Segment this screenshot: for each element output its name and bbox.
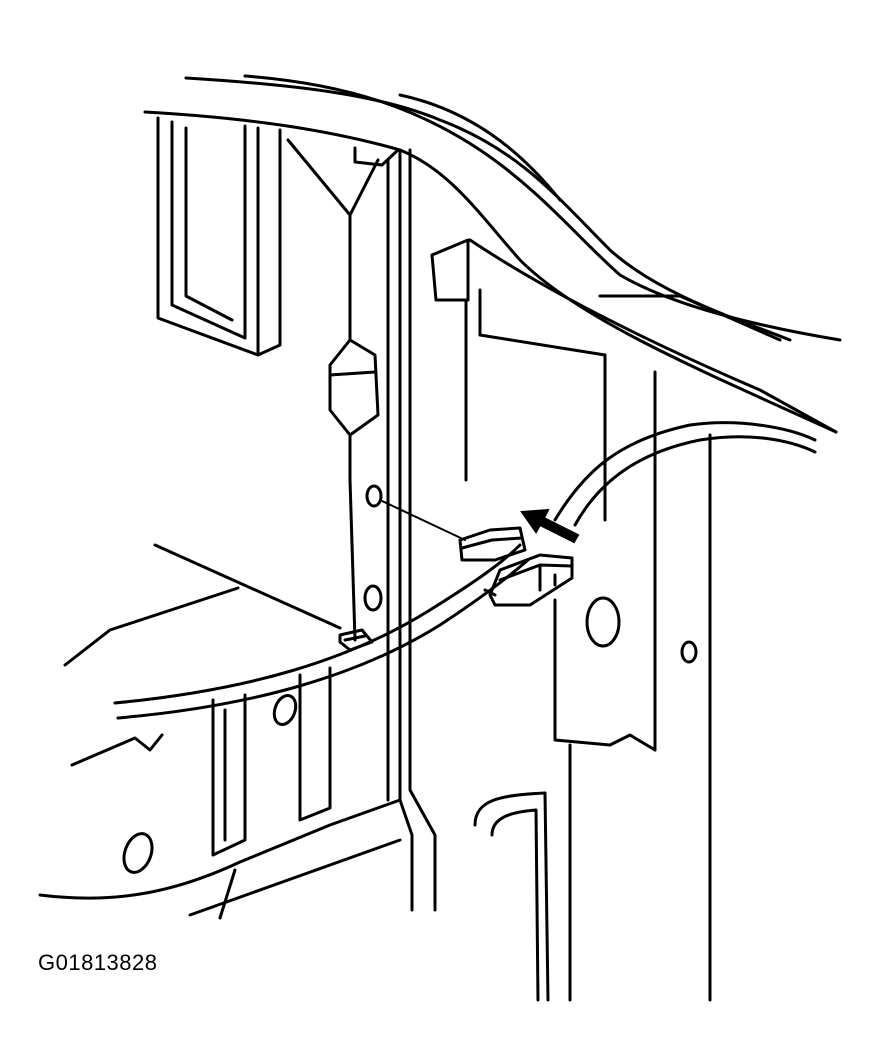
roof-rail bbox=[143, 74, 842, 802]
pillar-hole-upper bbox=[365, 484, 383, 508]
pillar-hole-lower bbox=[363, 584, 383, 612]
connector-half-right bbox=[488, 553, 574, 607]
inner-panel-right bbox=[430, 238, 712, 1002]
lower-panel bbox=[38, 543, 402, 920]
panel-hole-small bbox=[680, 640, 698, 664]
guide-line bbox=[379, 499, 466, 541]
connector-half-left bbox=[458, 526, 527, 562]
connector-assembly bbox=[379, 499, 580, 607]
panel-hole-large bbox=[585, 596, 621, 648]
sill-hole-left bbox=[122, 832, 154, 874]
direction-arrow bbox=[520, 508, 580, 544]
harness-clip bbox=[338, 628, 374, 652]
figure-id-label: G01813828 bbox=[38, 950, 158, 975]
sill-hole-center bbox=[272, 693, 298, 727]
window-frame bbox=[156, 116, 282, 357]
center-pillar bbox=[286, 138, 437, 912]
